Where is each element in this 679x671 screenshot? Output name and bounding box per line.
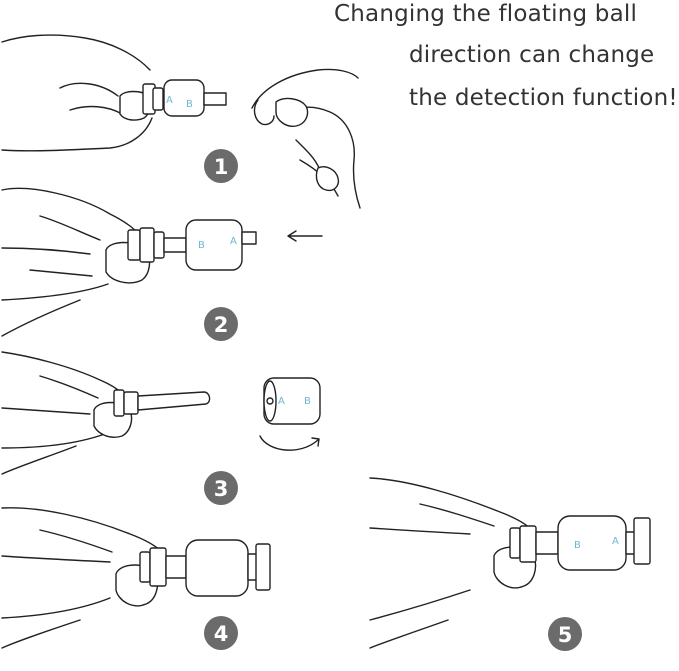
step-1-label-a: A xyxy=(166,95,173,106)
step-3-hand xyxy=(1,351,127,475)
step-5-end-nut xyxy=(633,517,651,565)
step-4-illustration: 4 xyxy=(1,507,271,650)
step-3-rod xyxy=(137,391,211,411)
step-2-hand xyxy=(1,187,141,337)
step-2-illustration: B A 2 xyxy=(1,187,323,341)
step-4-number: 4 xyxy=(214,622,229,646)
step-5-illustration: B A 5 xyxy=(369,477,651,651)
step-5-badge xyxy=(548,617,582,651)
caption-line-1: Changing the floating ball xyxy=(334,1,638,27)
step-2-arrow-icon xyxy=(287,230,323,242)
step-5-number: 5 xyxy=(558,623,573,647)
step-1-illustration: A B 1 xyxy=(1,34,361,209)
step-4-float xyxy=(185,539,249,597)
step-2-float xyxy=(185,219,243,271)
step-5-hand xyxy=(369,477,533,649)
step-1-clip xyxy=(253,99,275,126)
step-5-nut xyxy=(509,527,521,559)
step-5-label-a: A xyxy=(612,536,619,547)
caption-line-2: direction can change xyxy=(409,42,655,68)
step-1-label-b: B xyxy=(186,99,193,110)
step-2-rod xyxy=(163,237,187,253)
step-1-rod xyxy=(203,92,227,106)
step-3-number: 3 xyxy=(214,477,229,501)
step-3-label-a: A xyxy=(278,396,285,407)
step-3-flip-arrow-icon xyxy=(259,435,320,451)
step-2-nut xyxy=(127,229,141,261)
step-5-label-b: B xyxy=(574,540,581,551)
step-1-badge xyxy=(204,149,238,183)
step-1-left-hand xyxy=(1,34,153,152)
step-2-number: 2 xyxy=(214,313,229,337)
step-2-badge xyxy=(204,307,238,341)
caption-line-3: the detection function! xyxy=(409,85,678,111)
step-2-label-b: B xyxy=(198,240,205,251)
step-1-right-hand xyxy=(251,68,361,209)
step-4-badge xyxy=(204,616,238,650)
step-2-label-a: A xyxy=(230,236,237,247)
step-4-end-nut xyxy=(255,543,271,591)
step-3-badge xyxy=(204,471,238,505)
step-3-illustration: A B 3 xyxy=(1,351,321,505)
step-4-nut xyxy=(139,551,151,583)
step-4-hand xyxy=(1,507,163,649)
step-3-label-b: B xyxy=(304,396,311,407)
step-1-number: 1 xyxy=(214,155,229,179)
step-3-nut xyxy=(113,389,125,417)
